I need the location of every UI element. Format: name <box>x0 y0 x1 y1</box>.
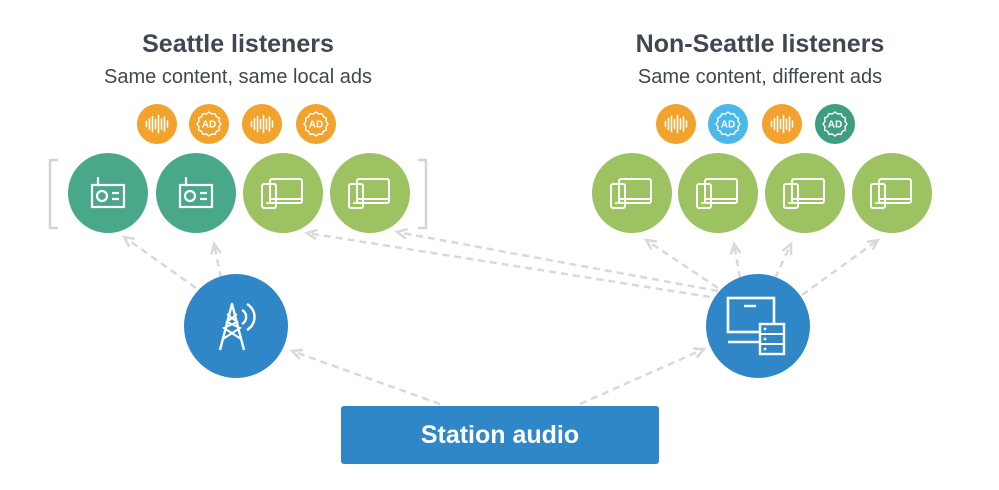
phone-tablet-icon <box>348 178 390 209</box>
seattle-device <box>156 153 236 233</box>
audio-wave-icon <box>145 114 169 134</box>
radio-icon <box>90 177 126 209</box>
non-seattle-ad-chip <box>656 104 696 144</box>
broadcast-tower-node <box>184 274 288 378</box>
connector-arrow <box>801 238 881 297</box>
audio-wave-icon <box>250 114 274 134</box>
connector-arrow <box>121 235 197 290</box>
station-audio-box: Station audio <box>341 406 659 464</box>
seattle-ad-chip <box>137 104 177 144</box>
non-seattle-subtitle: Same content, different ads <box>637 66 883 88</box>
ad-badge-text: AD <box>202 120 216 131</box>
non-seattle-title: Non-Seattle listeners <box>635 30 885 58</box>
seattle-ad-chip: AD <box>189 104 229 144</box>
ad-badge-icon: AD <box>822 111 848 137</box>
non-seattle-device <box>678 153 758 233</box>
seattle-ad-chip: AD <box>296 104 336 144</box>
seattle-device <box>243 153 323 233</box>
radio-icon <box>178 177 214 209</box>
audio-wave-icon <box>664 114 688 134</box>
ad-badge-text: AD <box>721 120 735 131</box>
non-seattle-device <box>592 153 672 233</box>
audio-wave-icon <box>770 114 794 134</box>
phone-tablet-icon <box>870 178 912 209</box>
connector-arrow <box>304 228 711 299</box>
non-seattle-ad-chip: AD <box>815 104 855 144</box>
non-seattle-ad-chip <box>762 104 802 144</box>
connector-arrow <box>210 241 223 279</box>
seattle-subtitle: Same content, same local ads <box>104 66 372 88</box>
connector-arrow <box>289 348 441 406</box>
connector-arrow <box>394 227 719 293</box>
phone-tablet-icon <box>261 178 303 209</box>
seattle-title: Seattle listeners <box>142 30 334 58</box>
ad-badge-text: AD <box>828 120 842 131</box>
streaming-server-node <box>706 274 810 378</box>
non-seattle-device <box>852 153 932 233</box>
seattle-device <box>68 153 148 233</box>
ad-badge-icon: AD <box>715 111 741 137</box>
connector-arrow <box>643 238 719 290</box>
connector-arrow <box>579 347 707 406</box>
ad-badge-icon: AD <box>196 111 222 137</box>
phone-tablet-icon <box>696 178 738 209</box>
non-seattle-device <box>765 153 845 233</box>
seattle-device <box>330 153 410 233</box>
broadcast-tower-icon <box>218 302 256 351</box>
non-seattle-ad-chip: AD <box>708 104 748 144</box>
phone-tablet-icon <box>610 178 652 209</box>
connector-arrow <box>773 241 793 279</box>
phone-tablet-icon <box>783 178 825 209</box>
ad-badge-icon: AD <box>303 111 329 137</box>
connector-arrow <box>729 241 742 279</box>
streaming-server-icon <box>726 296 786 356</box>
ad-badge-text: AD <box>309 120 323 131</box>
seattle-bracket <box>48 158 428 230</box>
seattle-ad-chip <box>242 104 282 144</box>
connector-lines <box>121 227 881 406</box>
station-audio-label: Station audio <box>420 420 580 449</box>
